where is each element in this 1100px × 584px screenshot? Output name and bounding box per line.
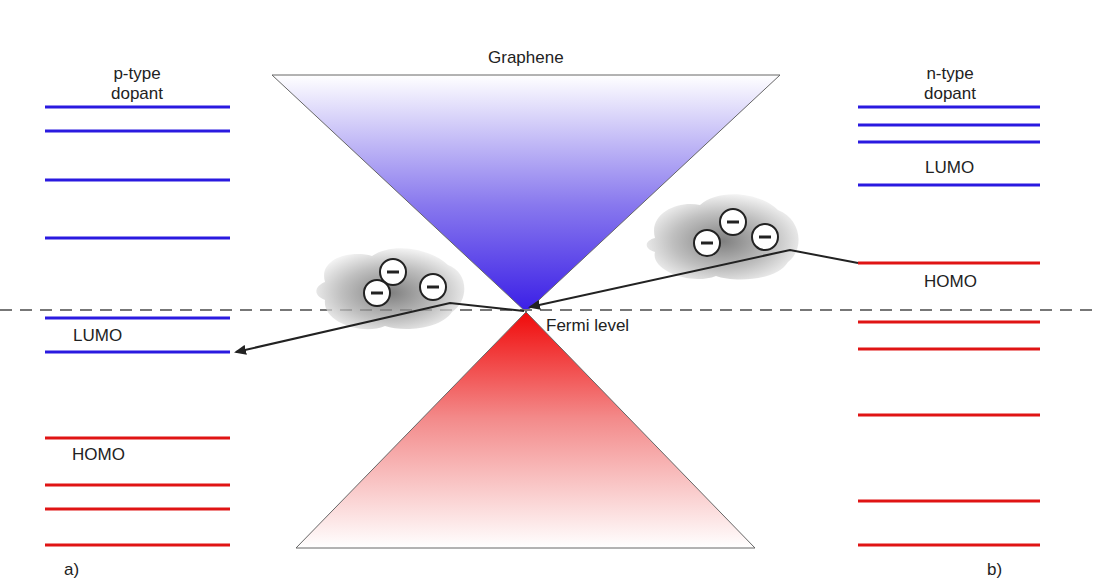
panel-label: b): [987, 560, 1002, 580]
electron-cloud-right: [647, 194, 799, 279]
valence-cone: [296, 312, 755, 548]
panel-label: a): [64, 560, 79, 580]
graphene-heading: Graphene: [488, 48, 564, 68]
orbital-label: LUMO: [73, 326, 122, 346]
transfer-arrow-p: [236, 303, 524, 352]
dopant-heading: n-type dopant: [910, 64, 990, 103]
n-dopant-levels: [858, 107, 1040, 545]
p-dopant-levels: [45, 107, 230, 545]
fermi-level-label: Fermi level: [546, 316, 629, 336]
transfer-arrow-n: [530, 250, 858, 307]
orbital-label: HOMO: [72, 445, 125, 465]
orbital-label: LUMO: [925, 158, 974, 178]
fermi-level-line: [0, 309, 1100, 311]
orbital-label: HOMO: [924, 272, 977, 292]
dopant-heading: p-type dopant: [97, 64, 177, 103]
